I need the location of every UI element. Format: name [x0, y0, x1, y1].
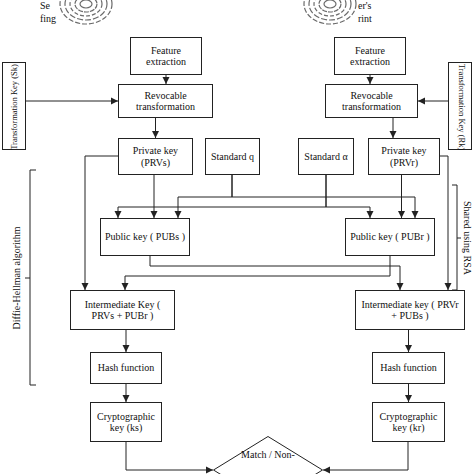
connector-arrow [232, 175, 419, 218]
node-text: Private key (PRVs) [122, 145, 189, 168]
node-text: Intermediate Key ( PRVs + PUBr ) [74, 299, 171, 322]
decision-diamond: Match / Non- [213, 436, 323, 474]
key-box: Public key ( PUBs ) [100, 218, 190, 256]
connector-arrow [123, 330, 130, 352]
node-text: Public key ( PUBr ) [350, 231, 429, 243]
bracket-label: Shared using RSA [461, 183, 473, 293]
key-box: Cryptographic key (kr) [372, 402, 445, 442]
caption-fragment: fing [40, 13, 56, 24]
node-text: Cryptographic key (ks) [94, 411, 158, 434]
node-text: Standard α [304, 151, 347, 163]
key-box: Intermediate Key ( PRVs + PUBr ) [70, 290, 175, 330]
caption-fragment: Se [40, 0, 50, 11]
key-box: Intermediate key ( PRVr + PUBs ) [355, 290, 465, 330]
process-box: Hash function [372, 352, 445, 384]
fingerprint-image [60, 0, 112, 24]
process-box: Feature extraction [334, 37, 406, 75]
key-box: Private key (PRVr) [368, 138, 440, 175]
key-box: Public key ( PUBr ) [345, 218, 435, 256]
parameter-box: Standard q [205, 138, 260, 175]
connector-arrow [390, 118, 397, 138]
connector-arrow [418, 98, 448, 105]
connector-arrow [82, 156, 119, 290]
connector-arrow [163, 75, 170, 84]
connector-arrow [326, 175, 374, 218]
connector-arrow [152, 118, 159, 138]
process-box: Revocable transformation [325, 84, 418, 118]
bracket-label: Diffie-Hellman algorithm [10, 171, 22, 386]
connector-arrow [440, 156, 452, 290]
connector-arrow [398, 175, 405, 218]
connector-arrow [115, 175, 327, 218]
connector-arrow [122, 256, 391, 290]
node-text: Feature extraction [338, 45, 402, 68]
node-text: Private key (PRVr) [372, 145, 436, 168]
node-text: Transformation Key (Rk) [449, 63, 473, 151]
connector-arrow [126, 442, 213, 474]
bracket [452, 185, 461, 290]
process-box: Hash function [90, 352, 162, 384]
node-text: Feature extraction [134, 45, 198, 68]
node-text: Cryptographic key (kr) [376, 411, 441, 434]
node-text: Intermediate key ( PRVr + PUBs ) [359, 299, 461, 322]
key-box: Cryptographic key (ks) [90, 402, 162, 442]
parameter-box: Standard α [298, 138, 354, 175]
node-text: Match / Non- [241, 449, 295, 461]
connector-arrow [367, 75, 374, 84]
key-box: Transformation Key (Rk) [448, 62, 472, 150]
process-box: Feature extraction [130, 37, 202, 75]
connector-arrow [151, 175, 158, 218]
node-text: Public key ( PUBs ) [105, 231, 185, 243]
key-box: Transformation Key (Sk) [2, 62, 26, 150]
node-text: Hash function [98, 362, 154, 374]
bracket [25, 170, 36, 385]
caption-fragment: er's [358, 0, 371, 11]
connector-arrow [405, 384, 412, 402]
node-text: Transformation Key (Sk) [3, 63, 27, 151]
node-text: Standard q [211, 151, 254, 163]
connector-arrow [323, 442, 408, 474]
node-text: Hash function [380, 362, 436, 374]
connector-arrow [150, 256, 404, 290]
connector-arrow [175, 175, 233, 218]
node-text: Revocable transformation [329, 90, 414, 113]
fingerprint-image [304, 0, 356, 24]
caption-fragment: rint [358, 13, 372, 24]
key-box: Private key (PRVs) [118, 138, 193, 175]
process-box: Revocable transformation [118, 84, 213, 118]
connector-arrow [405, 330, 412, 352]
connector-arrow [26, 98, 118, 105]
node-text: Revocable transformation [122, 90, 209, 113]
connector-arrow [123, 384, 130, 402]
